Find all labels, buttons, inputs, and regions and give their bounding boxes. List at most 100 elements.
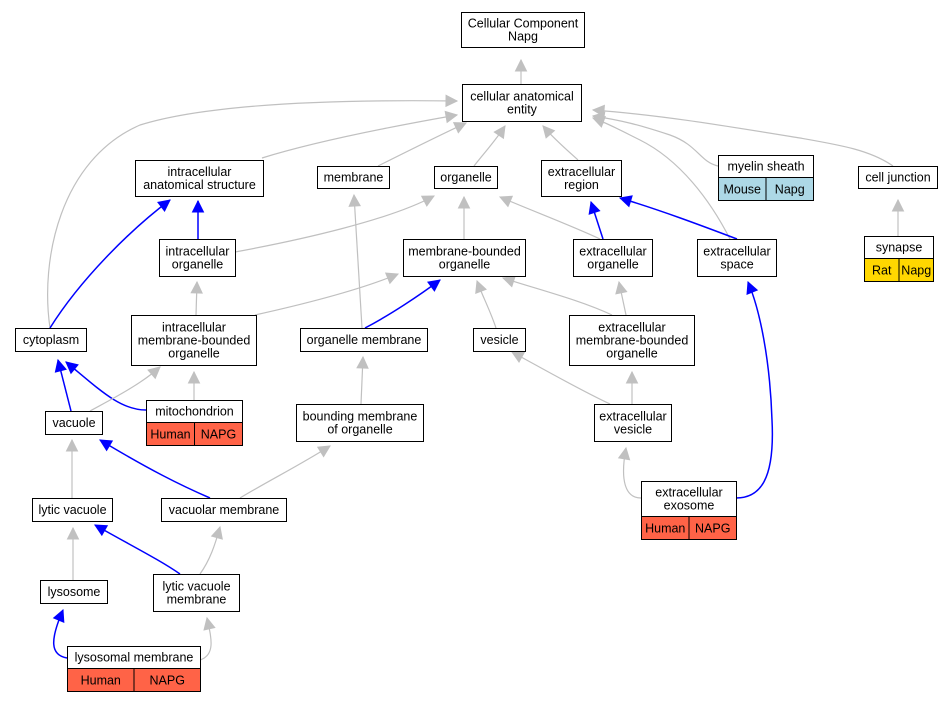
edge-arrowhead xyxy=(191,199,205,213)
edge-arrowhead xyxy=(591,116,606,128)
node-box xyxy=(641,481,737,517)
edge-vacmem-to-vacuole xyxy=(99,439,211,499)
edge-line xyxy=(511,351,611,405)
species-badge-label: Napg xyxy=(901,264,931,278)
node-box xyxy=(40,580,108,604)
node-membrane[interactable]: membrane xyxy=(317,166,390,189)
species-badge-label: NAPG xyxy=(150,674,185,688)
edge-line xyxy=(502,277,613,316)
edge-arrowhead xyxy=(475,279,487,294)
node-box xyxy=(317,166,390,189)
edge-arrowhead xyxy=(501,275,516,288)
edge-arrowhead xyxy=(187,370,201,384)
edge-arrowhead xyxy=(384,272,400,285)
edges-layer xyxy=(47,58,905,661)
node-box xyxy=(461,12,585,48)
edge-line xyxy=(94,524,181,575)
node-lytvac[interactable]: lytic vacuole xyxy=(32,498,113,522)
edge-extspace-to-extreg xyxy=(618,195,738,240)
node-label: region xyxy=(564,178,599,192)
node-label: organelle xyxy=(587,258,638,272)
node-vesicle[interactable]: vesicle xyxy=(473,328,526,352)
edge-line xyxy=(592,117,731,240)
node-label: intracellular xyxy=(166,245,230,259)
edge-arrowhead xyxy=(356,355,369,369)
edge-arrowhead xyxy=(493,125,506,140)
node-organelle[interactable]: organelle xyxy=(434,166,498,189)
node-vacuole[interactable]: vacuole xyxy=(45,411,103,435)
node-label: intracellular xyxy=(162,321,226,335)
node-vacmem[interactable]: vacuolar membrane xyxy=(161,498,287,522)
node-box xyxy=(473,328,526,352)
edge-line xyxy=(261,114,458,159)
edge-embo-to-mbo xyxy=(501,275,613,316)
species-badge-label: Human xyxy=(645,522,685,536)
node-cytoplasm[interactable]: cytoplasm xyxy=(15,328,87,352)
node-label: lytic vacuole xyxy=(162,580,230,594)
edge-arrowhead xyxy=(617,446,631,461)
edge-extorg-to-organelle xyxy=(498,195,601,240)
edge-arrowhead xyxy=(615,280,628,295)
edge-arrowhead xyxy=(511,351,526,364)
node-box xyxy=(296,404,424,442)
node-label: of organelle xyxy=(327,423,392,437)
node-label: cytoplasm xyxy=(23,333,79,347)
node-box xyxy=(135,160,264,197)
edge-extves-to-embo xyxy=(625,370,639,404)
edge-arrowhead xyxy=(66,526,80,540)
edge-imbo-to-mbo xyxy=(254,272,400,316)
node-label: vesicle xyxy=(614,423,652,437)
species-badge-label: Human xyxy=(150,428,190,442)
edge-line xyxy=(592,109,894,167)
node-orgmem[interactable]: organelle membrane xyxy=(300,328,428,352)
edge-extves-to-vesicle xyxy=(511,351,611,405)
node-label: extracellular xyxy=(598,321,665,335)
edge-exosome-to-extspace xyxy=(735,280,774,499)
node-label: extracellular xyxy=(655,486,722,500)
node-label: extracellular xyxy=(548,165,615,179)
node-box xyxy=(153,574,240,612)
node-label: space xyxy=(720,258,753,272)
node-box xyxy=(462,84,582,122)
node-celljunc[interactable]: cell junction xyxy=(858,166,938,189)
edge-arrowhead xyxy=(316,445,331,458)
edge-arrowhead xyxy=(210,525,223,540)
edge-line xyxy=(234,195,435,253)
edge-myelin-to-cae xyxy=(591,111,719,167)
node-box xyxy=(434,166,498,189)
edge-synapse-to-celljunc xyxy=(891,198,905,236)
node-label: cellular anatomical xyxy=(470,90,574,104)
edge-orgmem-to-mbo xyxy=(364,279,441,329)
species-badge-label: Rat xyxy=(872,264,892,278)
edge-cytoplasm-to-cae xyxy=(47,94,459,329)
node-label: extracellular xyxy=(599,410,666,424)
edge-arrowhead xyxy=(514,58,528,72)
species-badge-human xyxy=(688,516,737,540)
node-label: lysosomal membrane xyxy=(75,651,194,665)
node-label: lytic vacuole xyxy=(38,503,106,517)
edge-bmo-to-orgmem xyxy=(356,355,369,405)
node-lysosome[interactable]: lysosome xyxy=(40,580,108,604)
node-box xyxy=(159,239,236,277)
edge-arrowhead xyxy=(427,279,441,292)
edge-arrowhead xyxy=(203,616,216,631)
edge-mbo-to-organelle xyxy=(457,195,471,239)
